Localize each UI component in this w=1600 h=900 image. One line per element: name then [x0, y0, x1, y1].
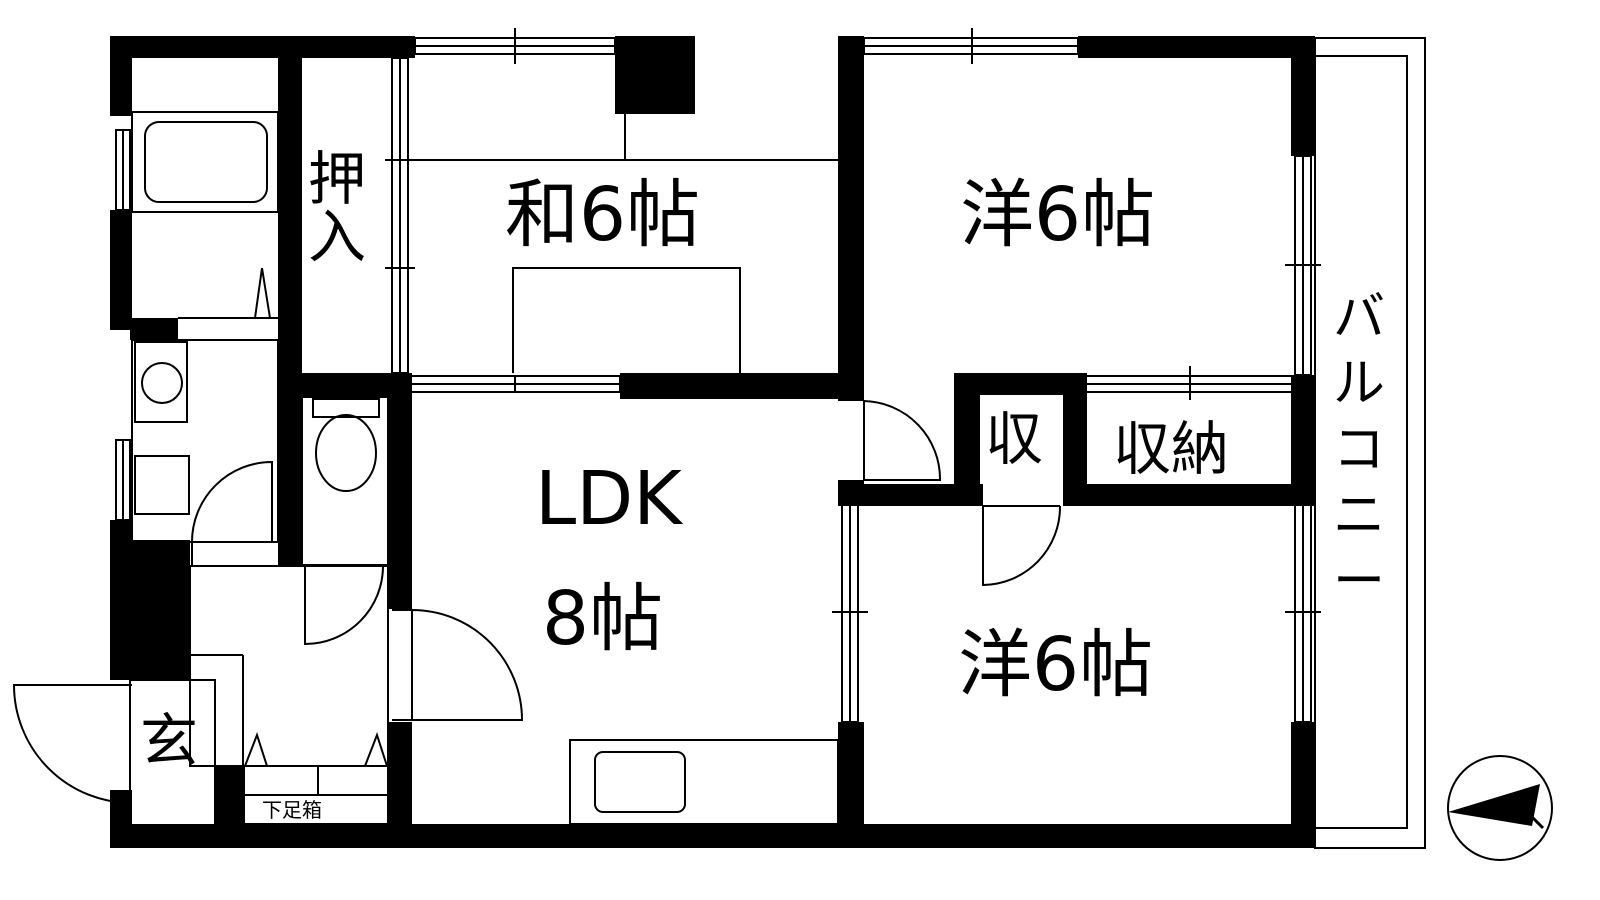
balcony-label: バ ル コ ニ ー — [1333, 285, 1385, 615]
room-label-washitsu: 和6帖 — [505, 172, 701, 258]
compass-icon — [1447, 755, 1553, 861]
balcony-char: バ — [1333, 288, 1386, 348]
balcony-char: ニ — [1333, 486, 1386, 546]
room-label-shu: 収 — [985, 405, 1044, 473]
balcony-char: ル — [1333, 354, 1386, 414]
fixtures — [12, 28, 1553, 861]
room-label-ldk-type: LDK — [535, 456, 682, 542]
compass-arrow — [1448, 784, 1540, 826]
room-label-oshiire: 押 入 — [308, 150, 366, 266]
room-label-ldk-size: 8帖 — [542, 576, 664, 662]
balcony-char: ー — [1333, 552, 1386, 612]
oshiire-char: 入 — [308, 203, 367, 271]
room-label-yoshitsu-north: 洋6帖 — [960, 172, 1156, 258]
oshiire-char: 押 — [308, 145, 367, 213]
room-label-shuno: 収納 — [1113, 415, 1230, 483]
room-label-getabako: 下足箱 — [262, 798, 322, 822]
room-label-yoshitsu-south: 洋6帖 — [958, 622, 1154, 708]
balcony-char: コ — [1333, 420, 1386, 480]
room-label-genkan: 玄 — [140, 707, 199, 775]
walls — [110, 36, 1315, 848]
